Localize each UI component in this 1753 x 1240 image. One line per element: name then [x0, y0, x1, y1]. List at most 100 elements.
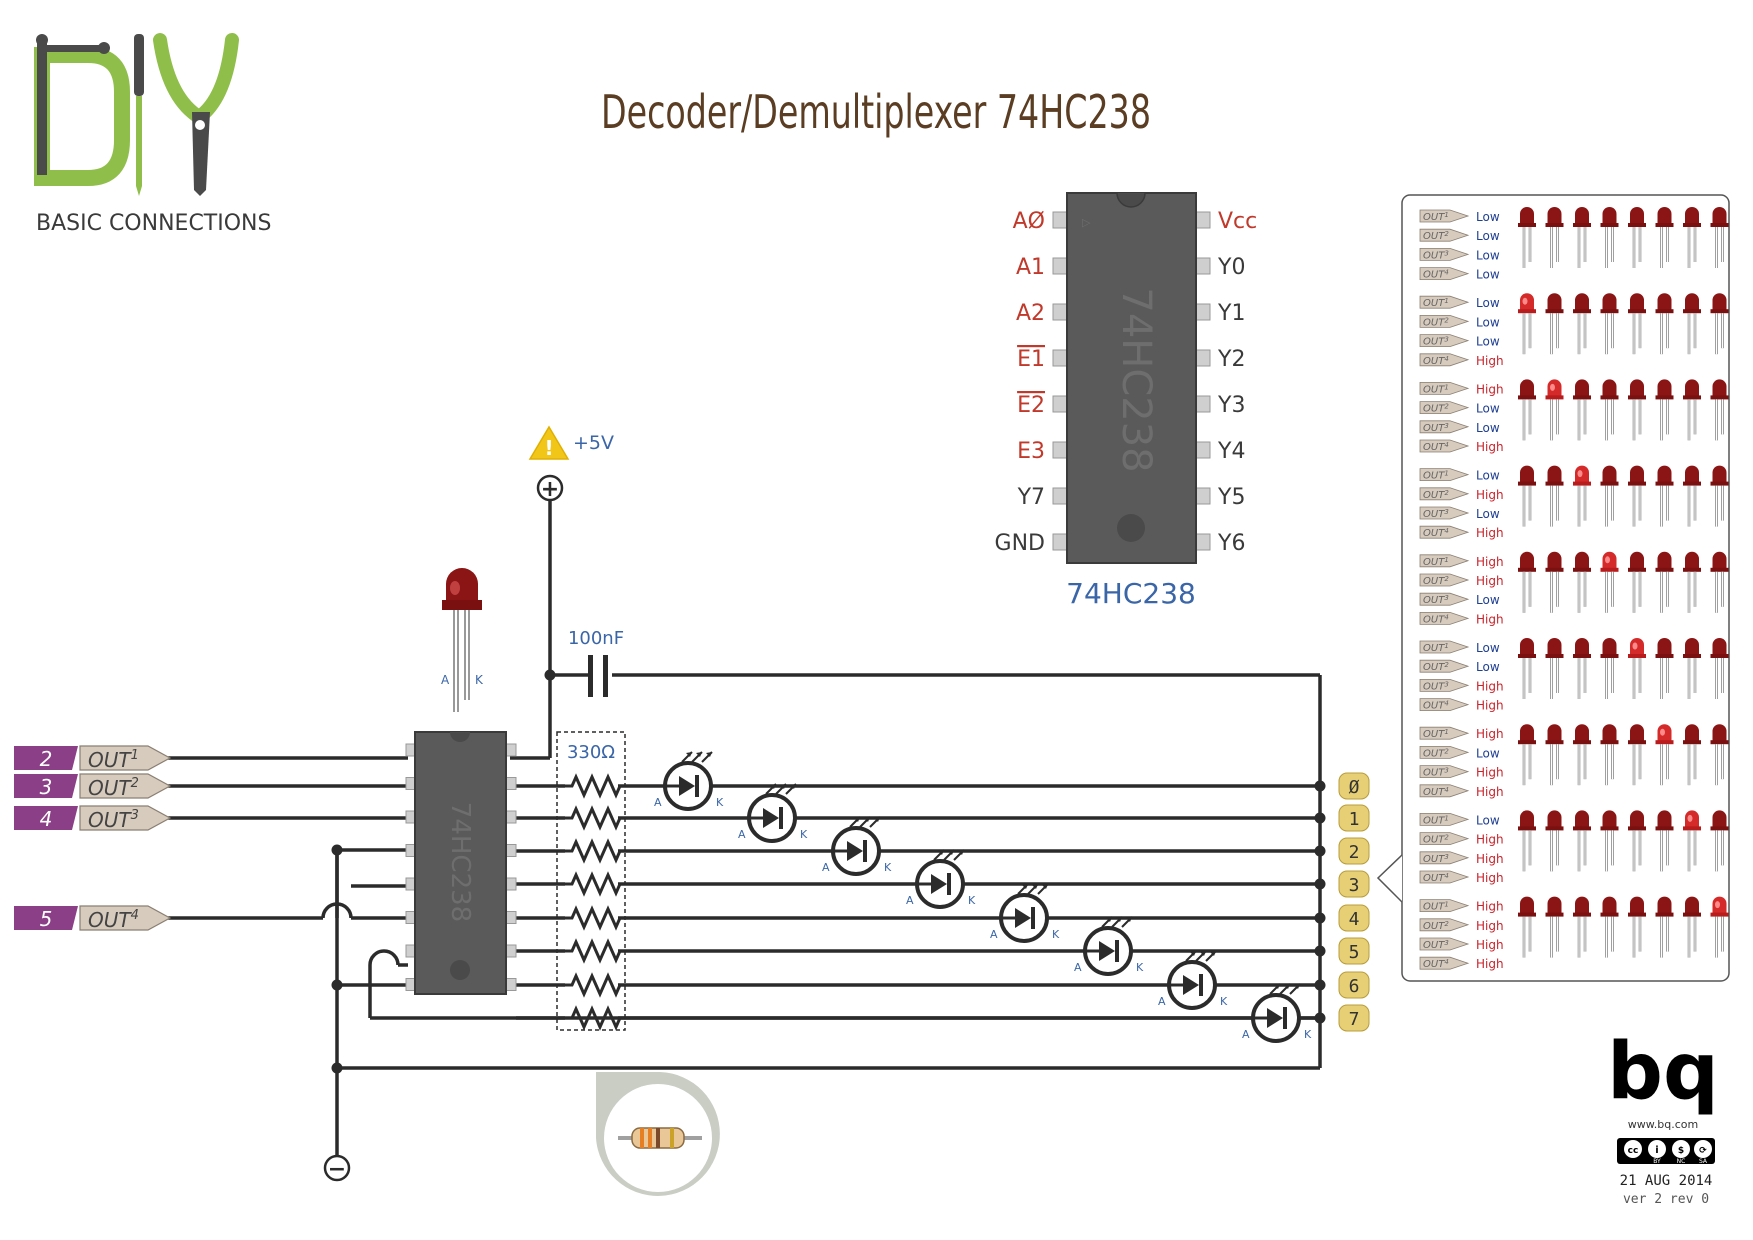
truth-state: Low [1476, 641, 1500, 655]
small-chip-pin [505, 877, 517, 891]
truth-out-tag: OUT2 [1419, 401, 1470, 415]
svg-text:i: i [1655, 1145, 1658, 1156]
output-pad-label: 2 [1349, 842, 1360, 863]
page-title: Decoder/Demultiplexer 74HC238 [601, 85, 1151, 139]
warning-icon [528, 425, 570, 460]
truth-out-tag: OUT3 [1419, 248, 1470, 261]
svg-text:BY: BY [1653, 1158, 1661, 1165]
truth-state: High [1476, 574, 1504, 588]
truth-state: High [1476, 852, 1504, 866]
brand-version: ver 2 rev 0 [1623, 1192, 1709, 1207]
diy-logo: BASIC CONNECTIONS [34, 33, 271, 236]
resistor [565, 972, 623, 998]
svg-text:OUT3: OUT3 [1423, 508, 1449, 520]
truth-state: High [1476, 612, 1504, 626]
output-pad-label: 1 [1349, 809, 1360, 830]
svg-text:SA: SA [1699, 1158, 1708, 1165]
truth-state: Low [1476, 335, 1500, 349]
truth-out-tag: OUT3 [1419, 592, 1470, 606]
chip-pin-label: Y1 [1217, 301, 1245, 326]
truth-state: Low [1476, 229, 1500, 243]
led-cathode-label: K [884, 861, 892, 874]
truth-state: Low [1476, 210, 1500, 224]
svg-text:OUT3: OUT3 [1423, 336, 1449, 348]
brand-block: bq www.bq.com cc i $ ⟳ BY NC SA 21 AUG 2… [1607, 1027, 1719, 1207]
truth-state: Low [1476, 296, 1500, 310]
truth-state: High [1476, 919, 1504, 933]
truth-state: Low [1476, 469, 1500, 483]
chip-pin-left [1052, 395, 1068, 413]
chip-pin-label: Y0 [1217, 255, 1245, 280]
truth-out-tag: OUT2 [1419, 315, 1470, 328]
svg-text:−: − [328, 1157, 346, 1182]
svg-text:www.bq.com: www.bq.com [1628, 1118, 1698, 1131]
cc-license-icon [1617, 1138, 1715, 1164]
small-chip-pin [505, 844, 517, 857]
output-pad-2: 2 [1338, 837, 1370, 865]
svg-text:OUT1: OUT1 [1423, 211, 1449, 223]
svg-text:OUT1: OUT1 [1423, 814, 1449, 826]
truth-out-tag: OUT4 [1419, 267, 1470, 281]
truth-out-tag: OUT2 [1419, 832, 1470, 846]
svg-text:OUT4: OUT4 [1423, 441, 1449, 453]
truth-out-tag: OUT1 [1419, 640, 1470, 654]
output-pad-3: 3 [1338, 870, 1370, 898]
chip-pin-label: A2 [1016, 301, 1045, 326]
logo-screwdriver-icon [134, 34, 144, 196]
svg-text:OUT3: OUT3 [1423, 939, 1449, 951]
chip-body-text: 74HC238 [1113, 287, 1159, 472]
small-chip-pin [505, 743, 517, 757]
truth-out-tag: OUT4 [1419, 525, 1470, 539]
truth-out-tag: OUT3 [1419, 679, 1470, 692]
truth-out-tag: OUT4 [1419, 870, 1470, 884]
junctions [331, 669, 556, 1074]
svg-text:OUT4: OUT4 [1423, 958, 1449, 970]
svg-text:OUT2: OUT2 [1423, 489, 1449, 501]
led-cathode-label: K [1220, 995, 1228, 1008]
led-cathode-label: K [716, 796, 724, 809]
output-pad-label: 3 [1349, 875, 1360, 896]
input-number: 4 [40, 807, 53, 831]
svg-text:OUT1: OUT1 [1423, 728, 1449, 740]
svg-text:OUT2: OUT2 [1423, 403, 1449, 415]
truth-out-tag: OUT3 [1419, 420, 1470, 434]
input-out-label: OUT4 [88, 908, 139, 932]
svg-text:74HC238: 74HC238 [445, 802, 475, 922]
truth-state: High [1476, 957, 1504, 971]
truth-out-tag: OUT3 [1419, 765, 1470, 779]
chip-pin-label: Y7 [1017, 485, 1045, 510]
svg-text:OUT4: OUT4 [1423, 872, 1449, 884]
chip-pin-left [1052, 211, 1068, 229]
svg-text:OUT2: OUT2 [1423, 834, 1449, 846]
svg-text:OUT3: OUT3 [1423, 853, 1449, 865]
small-chip-pin [505, 944, 517, 958]
chip-label: 74HC238 [1066, 577, 1196, 610]
led-anode-label: A [1074, 961, 1082, 974]
logo-letter-d [34, 47, 130, 186]
capacitor-100nf: 100nF [568, 628, 624, 697]
resistor [565, 938, 623, 964]
resistor [565, 871, 623, 897]
output-pad-1: 1 [1338, 804, 1370, 832]
truth-state: High [1476, 699, 1504, 713]
truth-out-tag: OUT2 [1419, 918, 1470, 932]
svg-text:OUT4: OUT4 [1423, 700, 1449, 712]
resistor-array-330: 330Ω [556, 731, 626, 1031]
supply-voltage: +5V [573, 432, 614, 454]
truth-out-tag: OUT4 [1419, 698, 1470, 712]
led-cathode-label: K [1304, 1028, 1312, 1041]
truth-state: High [1476, 354, 1504, 368]
resistor [565, 1005, 623, 1031]
chip-body [1066, 192, 1197, 564]
